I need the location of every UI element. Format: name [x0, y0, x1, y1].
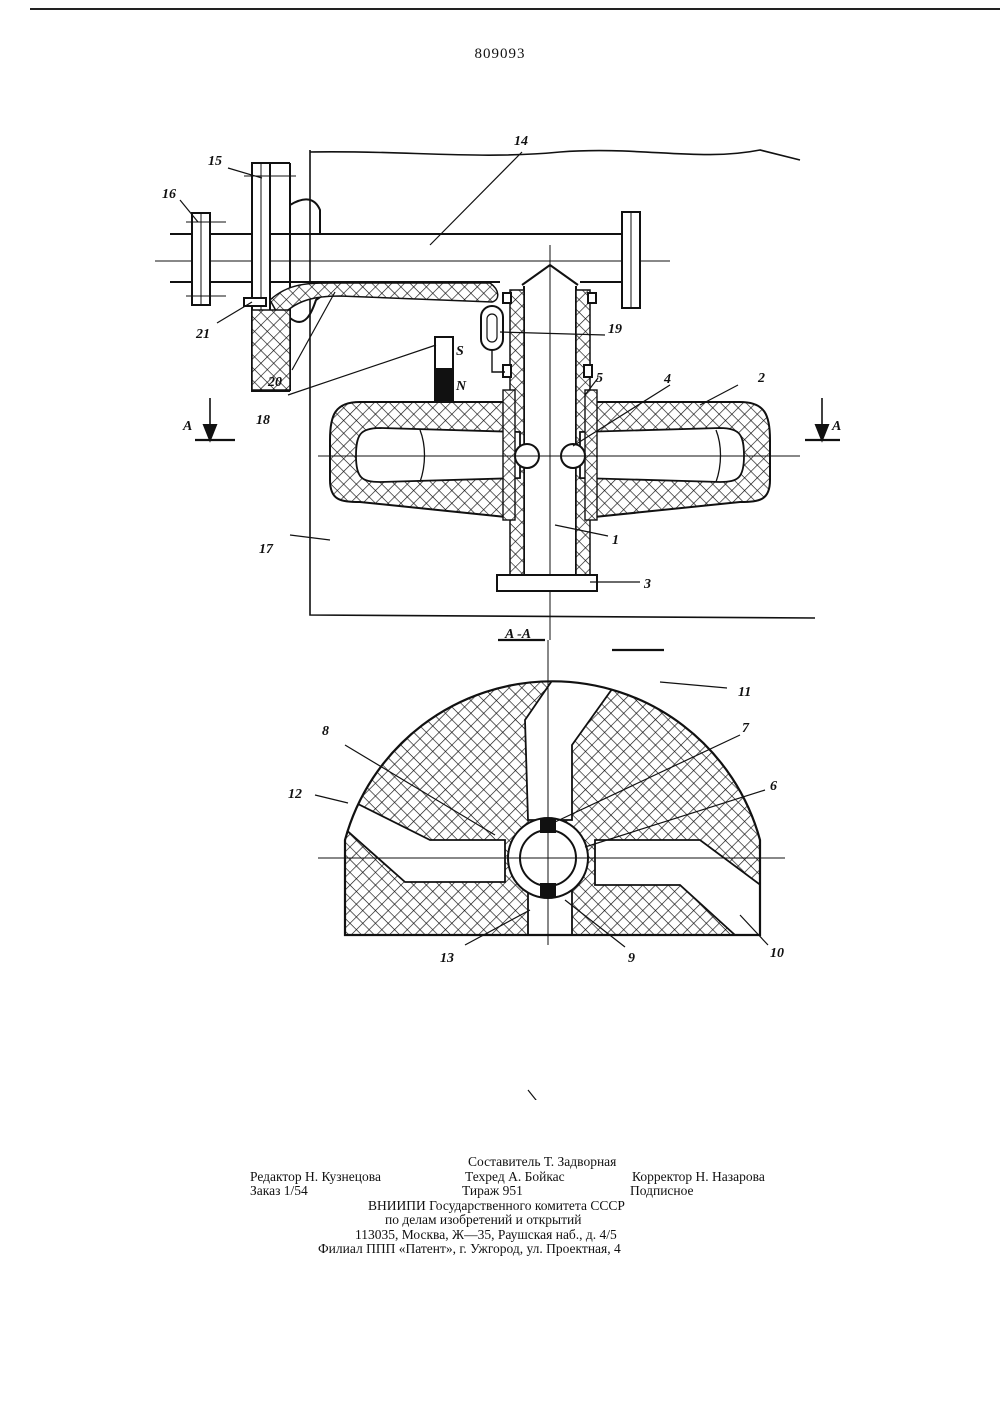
composer: Составитель Т. Задворная	[468, 1155, 616, 1170]
label-1: 1	[612, 533, 619, 548]
label-5: 5	[596, 371, 603, 386]
label-21: 21	[195, 327, 210, 342]
label-magnet-s: S	[456, 344, 464, 359]
branch: Филиал ППП «Патент», г. Ужгород, ул. Про…	[318, 1242, 621, 1257]
label-19: 19	[608, 322, 622, 337]
upper-view	[155, 150, 840, 640]
label-12: 12	[288, 787, 302, 802]
section-view	[318, 620, 785, 945]
label-10: 10	[770, 946, 784, 961]
label-section-left: A	[182, 419, 192, 434]
label-17: 17	[259, 542, 274, 557]
label-8: 8	[322, 724, 329, 739]
organization-line-1: ВНИИПИ Государственного комитета СССР	[368, 1199, 625, 1214]
label-18: 18	[256, 413, 270, 428]
label-6: 6	[770, 779, 777, 794]
label-3: 3	[643, 577, 651, 592]
technical-drawing: 14 15 16 21 20 18 S N 19 5 4 2 A A 17 1 …	[0, 0, 1000, 1100]
colophon: Составитель Т. Задворная Редактор Н. Куз…	[0, 1155, 1000, 1257]
label-11: 11	[738, 685, 751, 700]
address: 113035, Москва, Ж—35, Раушская наб., д. …	[355, 1228, 617, 1243]
corrector: Корректор Н. Назарова	[632, 1170, 765, 1185]
label-16: 16	[162, 187, 176, 202]
label-magnet-n: N	[455, 379, 467, 394]
label-15: 15	[208, 154, 222, 169]
editor: Редактор Н. Кузнецова	[250, 1170, 381, 1185]
label-section-right: A	[831, 419, 841, 434]
subscription: Подписное	[630, 1184, 694, 1199]
organization-line-2: по делам изобретений и открытий	[385, 1213, 581, 1228]
label-section-title: A -A	[504, 627, 531, 642]
circulation: Тираж 951	[462, 1184, 523, 1199]
label-2: 2	[757, 371, 765, 386]
label-7: 7	[742, 721, 750, 736]
label-9: 9	[628, 951, 635, 966]
label-4: 4	[663, 372, 671, 387]
order: Заказ 1/54	[250, 1184, 308, 1199]
label-13: 13	[440, 951, 454, 966]
techred: Техред А. Бойкас	[465, 1170, 565, 1185]
label-20: 20	[267, 375, 282, 390]
label-14: 14	[514, 134, 528, 149]
